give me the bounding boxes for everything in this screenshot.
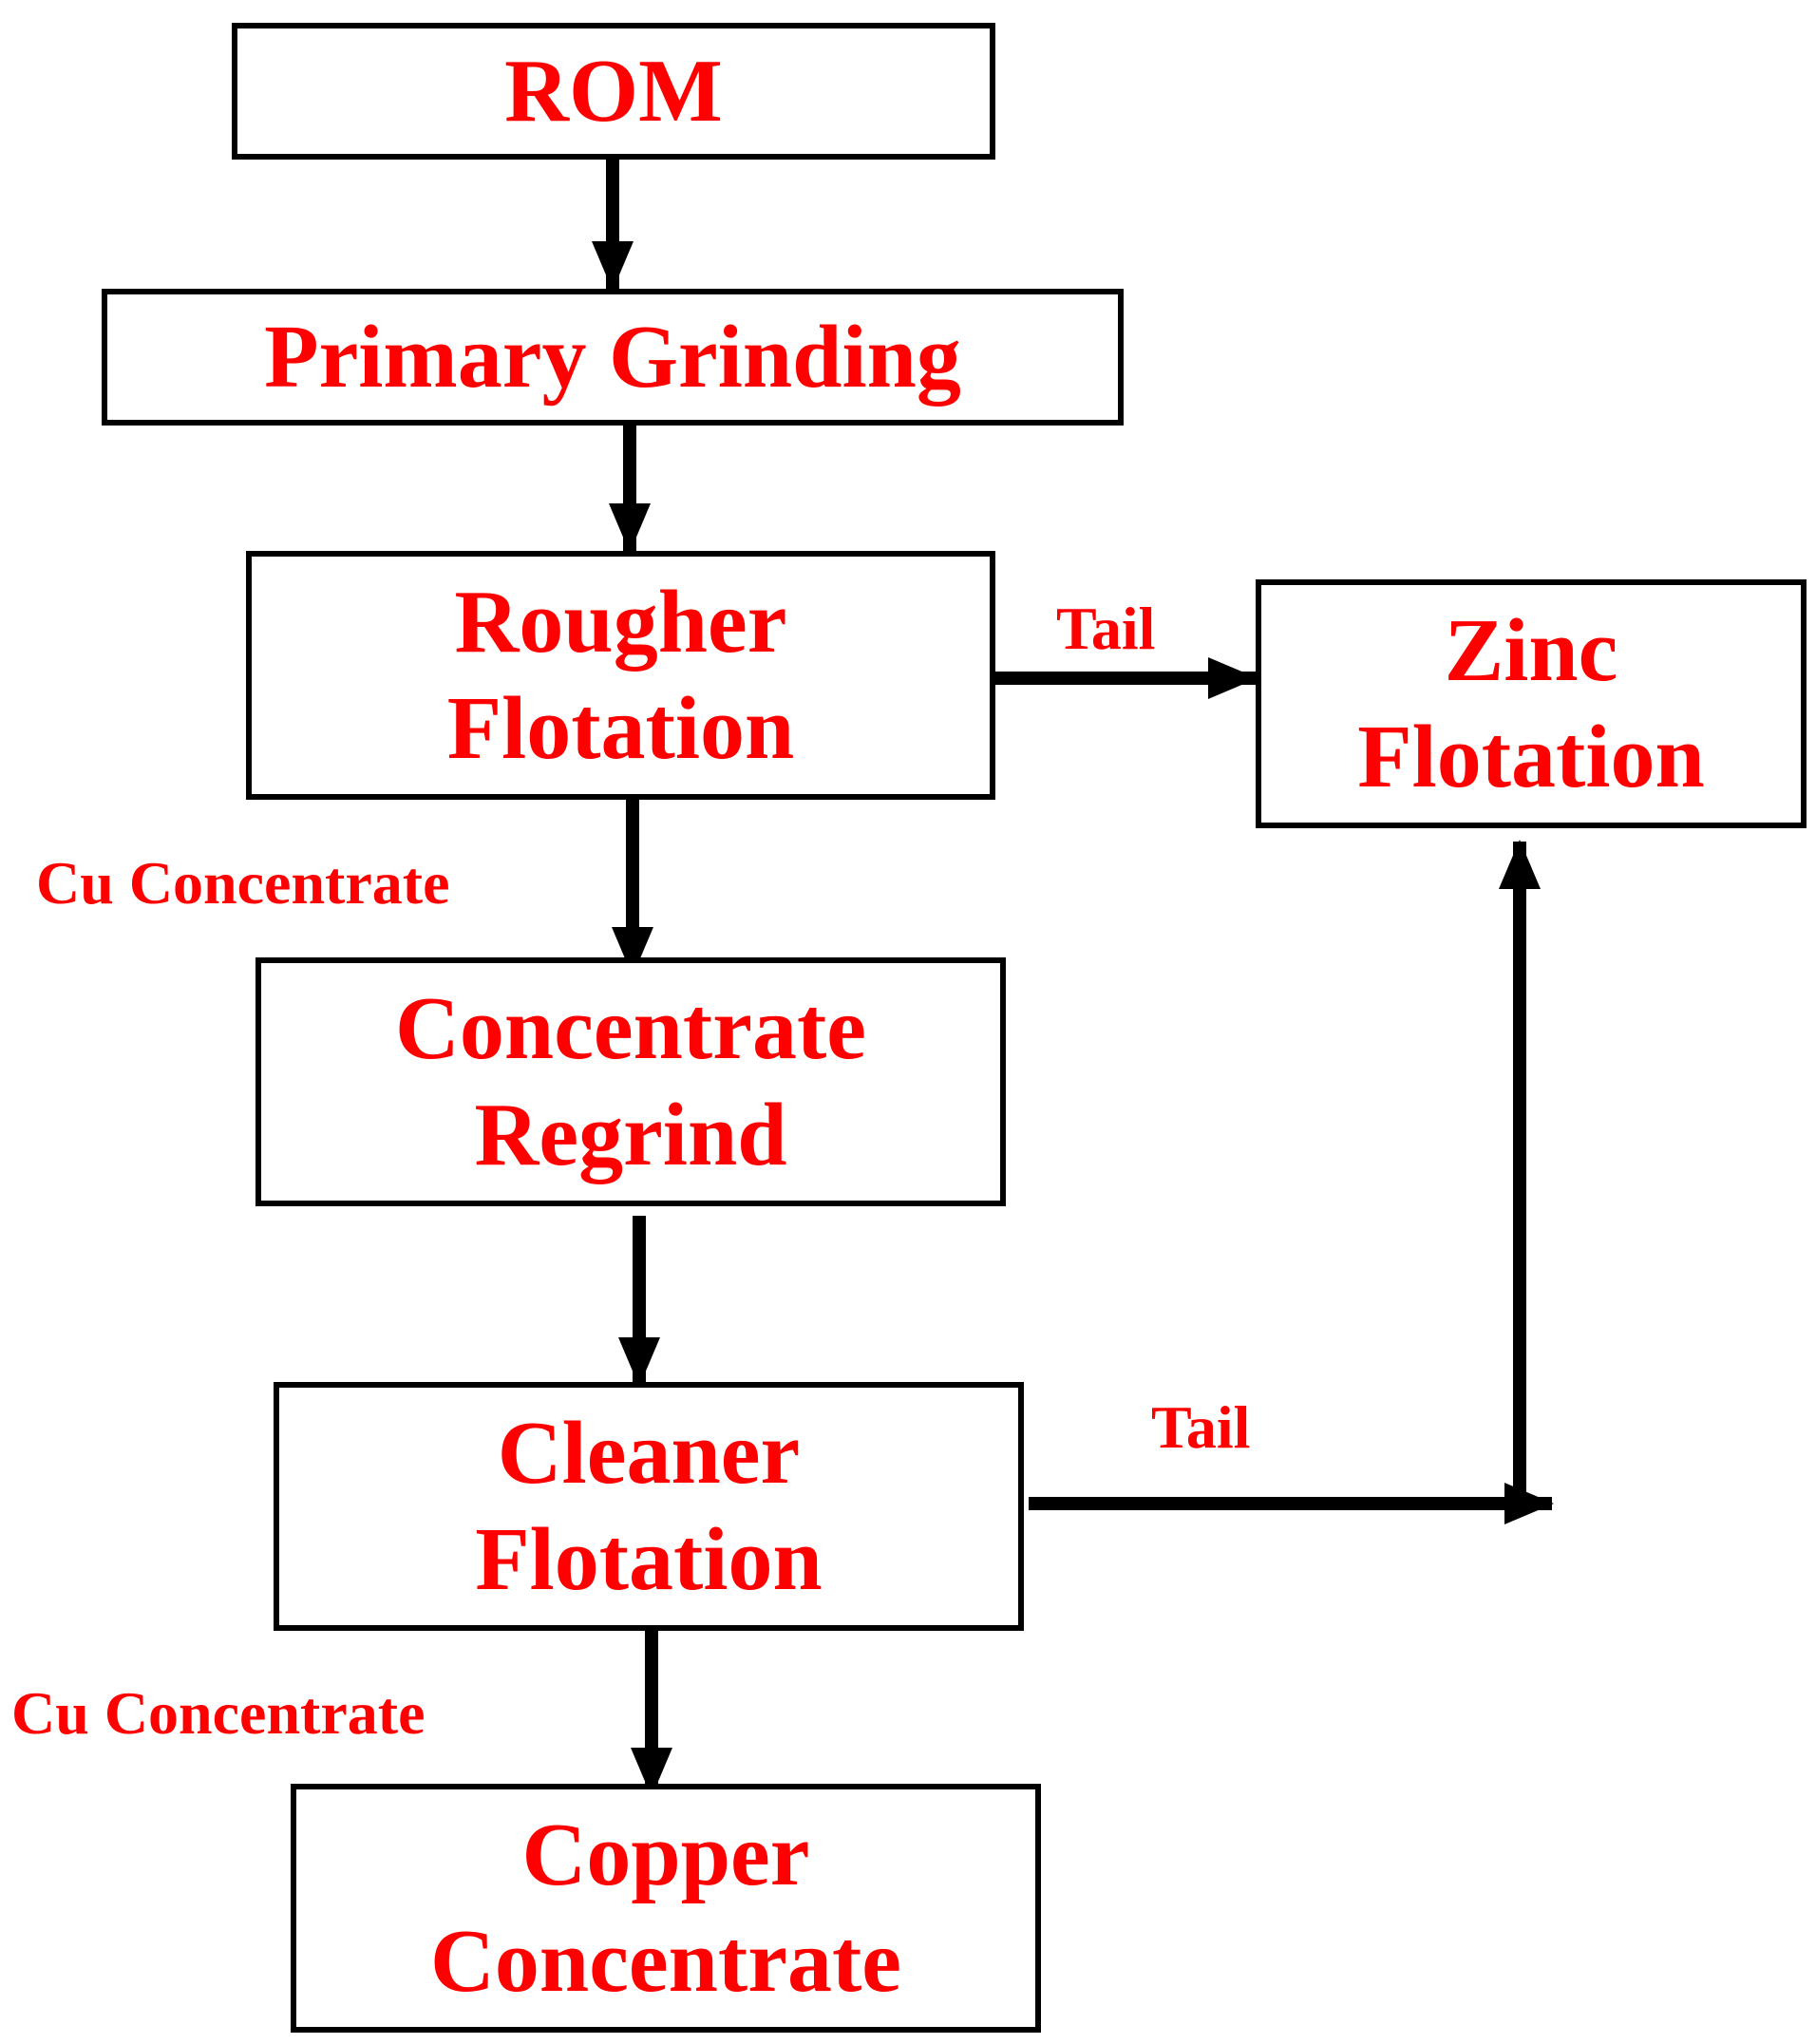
node-rom-label: ROM [504,42,723,141]
node-rom: ROM [232,23,995,160]
edge-label-cleaner-cu-concentrate: Cu Concentrate [11,1679,426,1747]
edge-label-cleaner-tail: Tail [1151,1393,1251,1461]
node-rougher-flotation: Rougher Flotation [246,551,995,800]
node-zinc-flotation-line-1: Zinc [1444,601,1618,700]
edge-label-rougher-cu-concentrate: Cu Concentrate [36,849,450,917]
node-copper-concentrate-line-1: Copper [521,1806,810,1904]
node-primary-grinding-label: Primary Grinding [264,308,961,407]
node-rougher-flotation-line-2: Flotation [446,679,795,778]
node-concentrate-regrind-line-1: Concentrate [395,979,866,1078]
node-cleaner-flotation: Cleaner Flotation [274,1382,1024,1631]
node-zinc-flotation-line-2: Flotation [1357,708,1705,806]
node-zinc-flotation: Zinc Flotation [1256,579,1807,828]
node-copper-concentrate-line-2: Concentrate [430,1912,901,2011]
node-primary-grinding: Primary Grinding [102,289,1124,426]
edge-label-rougher-tail: Tail [1056,595,1156,662]
node-concentrate-regrind: Concentrate Regrind [255,957,1006,1206]
node-rougher-flotation-line-1: Rougher [454,573,787,672]
node-concentrate-regrind-line-2: Regrind [474,1086,787,1184]
node-cleaner-flotation-line-1: Cleaner [497,1404,801,1503]
node-cleaner-flotation-line-2: Flotation [475,1510,823,1609]
node-copper-concentrate: Copper Concentrate [291,1784,1041,2033]
